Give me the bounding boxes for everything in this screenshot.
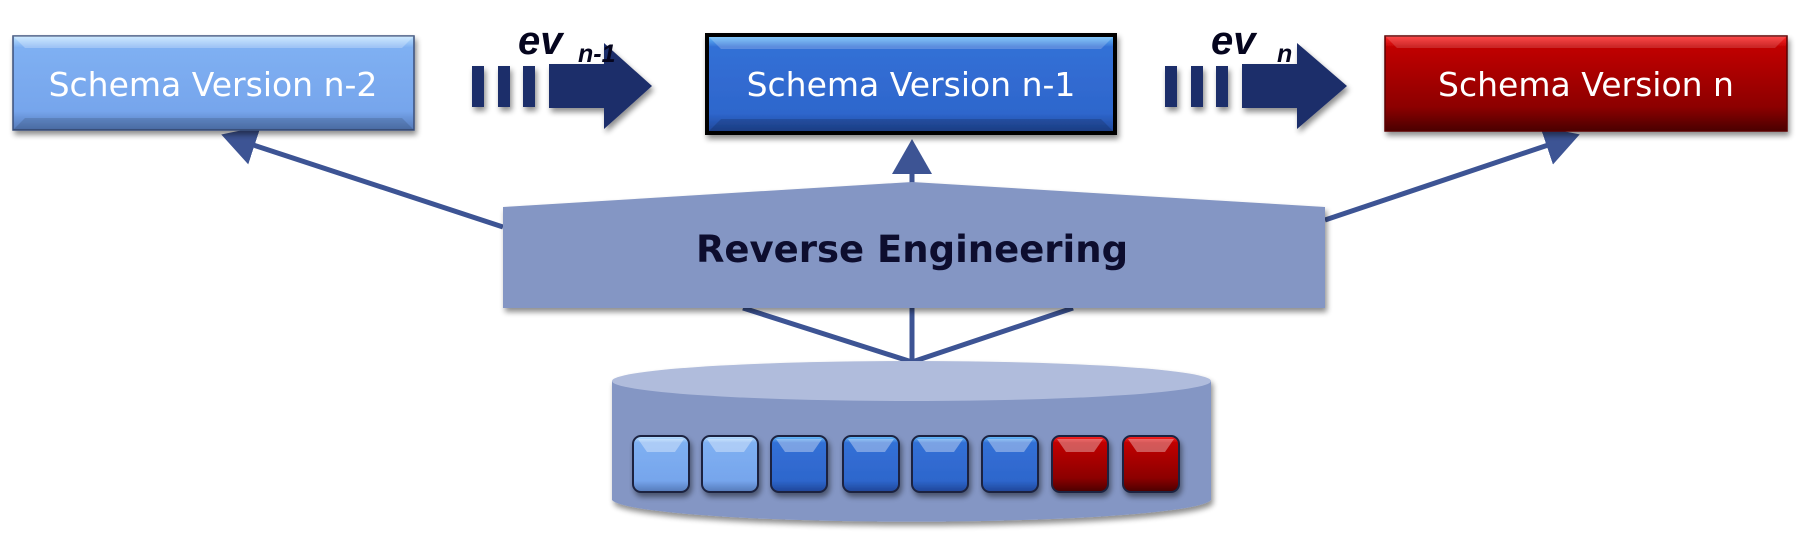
record-cube-blue bbox=[770, 435, 828, 493]
arrow-right-icon bbox=[1242, 43, 1347, 129]
evolution-arrow-n bbox=[1165, 43, 1347, 129]
dash-bar bbox=[498, 66, 510, 107]
arrow-right-icon bbox=[549, 43, 652, 129]
schema-version-label: Schema Version n bbox=[1438, 65, 1734, 104]
record-cube-blue bbox=[981, 435, 1039, 493]
connector-to-n-2 bbox=[221, 126, 504, 230]
connector-db-to-re bbox=[742, 305, 1074, 365]
record-cube-blue bbox=[842, 435, 900, 493]
schema-version-label: Schema Version n-2 bbox=[49, 65, 378, 104]
evolution-label-base: ev bbox=[518, 19, 565, 63]
record-cube-red bbox=[1122, 435, 1180, 493]
record-cube-red bbox=[1051, 435, 1109, 493]
schema-version-box-n-2[interactable]: Schema Version n-2 bbox=[12, 35, 415, 131]
record-cube-light-blue bbox=[632, 435, 690, 493]
evolution-arrow-n-1 bbox=[472, 43, 652, 129]
dash-bar bbox=[1165, 66, 1177, 107]
record-cube-light-blue bbox=[701, 435, 759, 493]
evolution-label-subscript: n-1 bbox=[578, 40, 616, 68]
database-records bbox=[632, 435, 1180, 493]
connector-to-n bbox=[1324, 126, 1580, 223]
schema-version-box-n[interactable]: Schema Version n bbox=[1384, 35, 1788, 132]
reverse-engineering-block[interactable]: Reverse Engineering bbox=[503, 182, 1325, 308]
record-cube-blue bbox=[911, 435, 969, 493]
schema-version-label: Schema Version n-1 bbox=[747, 65, 1076, 104]
evolution-label-base: ev bbox=[1211, 19, 1258, 63]
evolution-label-subscript: n bbox=[1277, 40, 1292, 68]
schema-version-box-n-1[interactable]: Schema Version n-1 bbox=[705, 33, 1117, 135]
dash-bar bbox=[1191, 66, 1203, 107]
dash-bar bbox=[523, 66, 535, 107]
reverse-engineering-label: Reverse Engineering bbox=[696, 228, 1128, 271]
dash-bar bbox=[472, 66, 484, 107]
dash-bar bbox=[1216, 66, 1228, 107]
